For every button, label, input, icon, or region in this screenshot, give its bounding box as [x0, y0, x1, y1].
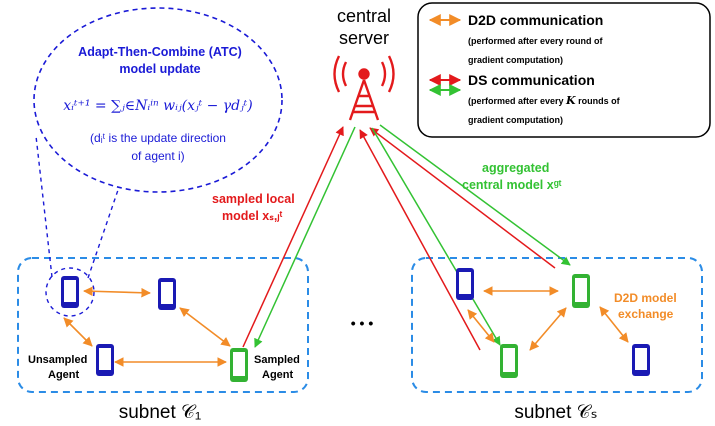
unsampled-agent-label-line1: Unsampled — [28, 354, 87, 366]
legend-d2d-note2: gradient computation) — [468, 55, 563, 65]
d2d-arrow-1d — [179, 307, 231, 347]
legend-d2d-title: D2D communication — [468, 12, 603, 28]
ds-upload-subnetS-b — [369, 127, 556, 269]
sampled-agent-label-line2: Agent — [262, 369, 294, 381]
atc-callout-line-right — [87, 189, 119, 279]
tower-icon — [333, 55, 395, 121]
ds-download-subnetS-a — [371, 127, 501, 346]
d2d-arrow-1b — [63, 317, 93, 347]
d2d-exchange-label-line1: D2D model — [614, 291, 677, 305]
ds-download-subnetS-b — [379, 124, 571, 266]
d2d-exchange-label-line2: exchange — [618, 307, 674, 321]
sampled-local-label-line1: sampled local — [212, 192, 295, 206]
phone-icon-s-2 — [632, 344, 650, 376]
legend-ds-note1: (performed after every K rounds of — [468, 94, 621, 107]
ds-download-subnet1 — [254, 126, 356, 348]
subnet-1-box — [17, 257, 309, 393]
aggregated-label-line1: aggregated — [482, 161, 549, 175]
unsampled-agent-label-line2: Agent — [48, 369, 80, 381]
ds-upload-subnetS-a — [359, 129, 481, 351]
server-label-line1: central — [337, 6, 391, 26]
phone-icon-s-1 — [456, 268, 474, 300]
phone-icon-agent-highlighted — [61, 276, 79, 308]
subnet-s-label: subnet 𝒞ₛ — [514, 402, 597, 423]
legend-ds-note2: gradient computation) — [468, 115, 563, 125]
atc-title-line1: Adapt-Then-Combine (ATC) — [78, 45, 242, 59]
legend-box — [417, 2, 711, 138]
subnet-s-box — [411, 257, 703, 393]
d2d-arrow-sc — [529, 307, 567, 351]
server-label-line2: server — [339, 28, 389, 48]
ds-upload-subnet1 — [242, 126, 344, 348]
phone-icon-s-sampled-1 — [572, 274, 590, 308]
legend-d2d-note1: (performed after every round of — [468, 36, 604, 46]
atc-formula: xᵢᵗ⁺¹ = ∑ⱼ∈Nᵢⁱⁿ wᵢⱼ(xⱼᵗ − γdⱼᵗ) — [63, 98, 252, 114]
d2d-arrow-1a — [83, 286, 151, 298]
atc-note-line1: (dᵢᵗ is the update direction — [90, 131, 226, 145]
legend-ds-title: DS communication — [468, 72, 595, 88]
ellipsis: • • • — [351, 315, 374, 331]
phone-icon-unsampled-agent — [96, 344, 114, 376]
sampled-agent-label-line1: Sampled — [254, 354, 300, 366]
sampled-local-label-line2: model xₛ,ⱼᵗ — [222, 209, 283, 223]
phone-icon-sampled-agent — [230, 348, 248, 382]
phone-icon-agent-2 — [158, 278, 176, 310]
aggregated-label-line2: central model xᵍᵗ — [462, 178, 562, 192]
subnet-1-label: subnet 𝒞₁ — [119, 402, 202, 423]
atc-note-line2: of agent i) — [131, 149, 184, 163]
phone-icon-s-sampled-2 — [500, 344, 518, 378]
atc-callout-line-left — [35, 135, 53, 278]
atc-title-line2: model update — [119, 62, 200, 76]
d2d-arrow-sd — [599, 306, 629, 343]
d2d-arrow-sb — [467, 309, 495, 343]
atc-bubble — [33, 7, 283, 193]
